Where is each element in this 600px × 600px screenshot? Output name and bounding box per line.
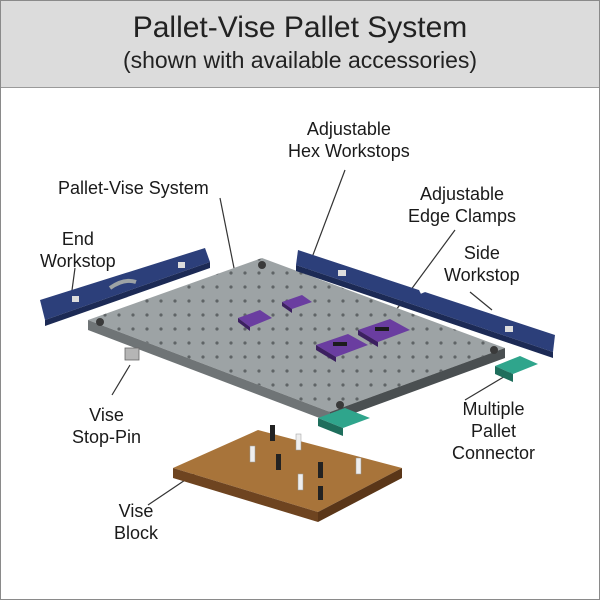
header-band: Pallet-Vise Pallet System (shown with av…: [1, 1, 599, 88]
diagram-title: Pallet-Vise Pallet System: [132, 11, 468, 44]
label-hex-workstops-line1: Adjustable: [306, 119, 391, 139]
label-hex-workstops: Adjustable Hex Workstops: [288, 118, 410, 162]
label-end-workstop-line1: End: [61, 229, 94, 249]
label-pallet-vise-system-text: Pallet-Vise System: [58, 178, 209, 198]
label-connector-line1: Multiple: [462, 399, 525, 419]
vise-block-shape: [173, 425, 402, 522]
side-workstop-shape: [296, 250, 555, 358]
vise-stop-pin-shape: [124, 347, 140, 361]
label-end-workstop: End Workstop: [40, 228, 116, 272]
label-vise-block: Vise Block: [114, 500, 158, 544]
pallet-connector-shapes: [318, 356, 538, 436]
label-multiple-pallet-connector: Multiple Pallet Connector: [452, 398, 535, 464]
label-side-workstop-line1: Side: [463, 243, 500, 263]
edge-clamp-shapes: [316, 319, 410, 362]
label-edge-clamps: Adjustable Edge Clamps: [408, 183, 516, 227]
label-side-workstop: Side Workstop: [444, 242, 520, 286]
label-vise-stop-pin-line2: Stop-Pin: [72, 427, 142, 447]
label-end-workstop-line2: Workstop: [40, 251, 116, 271]
label-edge-clamps-line1: Adjustable: [420, 184, 505, 204]
diagram-subtitle: (shown with available accessories): [122, 47, 478, 73]
label-connector-line2: Pallet: [471, 421, 517, 441]
label-pallet-vise-system: Pallet-Vise System: [58, 177, 209, 199]
label-vise-stop-pin: Vise Stop-Pin: [72, 404, 141, 448]
label-vise-block-line2: Block: [114, 523, 159, 543]
label-side-workstop-line2: Workstop: [444, 265, 520, 285]
label-hex-workstops-line2: Hex Workstops: [288, 141, 410, 161]
end-workstop-shape: [40, 248, 210, 326]
hex-workstop-shapes: [238, 295, 312, 331]
label-vise-block-line1: Vise: [118, 501, 154, 521]
label-edge-clamps-line2: Edge Clamps: [408, 206, 517, 226]
pallet-plate-shape: [88, 258, 505, 422]
label-connector-line3: Connector: [452, 443, 536, 463]
label-vise-stop-pin-line1: Vise: [89, 405, 124, 425]
